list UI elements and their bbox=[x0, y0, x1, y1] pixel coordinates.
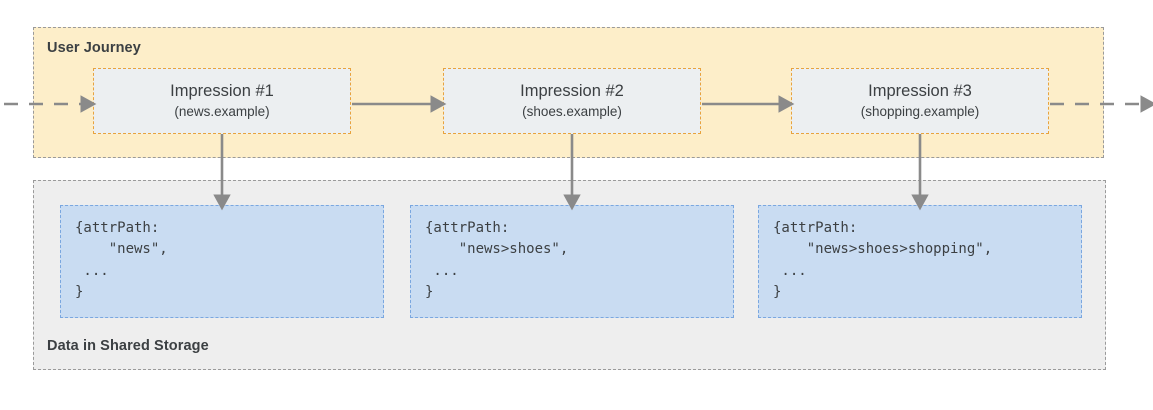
impression-box-3: Impression #3 (shopping.example) bbox=[791, 68, 1049, 134]
impression-1-title: Impression #1 bbox=[170, 82, 274, 100]
impression-2-title: Impression #2 bbox=[520, 82, 624, 100]
impression-3-site: (shopping.example) bbox=[860, 104, 980, 120]
shared-storage-record-3-code: {attrPath: "news>shoes>shopping", ... } bbox=[773, 220, 993, 300]
shared-storage-panel-title: Data in Shared Storage bbox=[47, 338, 209, 354]
shared-storage-record-3: {attrPath: "news>shoes>shopping", ... } bbox=[758, 205, 1082, 318]
user-journey-panel-title: User Journey bbox=[47, 40, 141, 56]
impression-box-2: Impression #2 (shoes.example) bbox=[443, 68, 701, 134]
impression-3-title: Impression #3 bbox=[868, 82, 972, 100]
shared-storage-record-2: {attrPath: "news>shoes", ... } bbox=[410, 205, 734, 318]
impression-box-1: Impression #1 (news.example) bbox=[93, 68, 351, 134]
impression-2-site: (shoes.example) bbox=[522, 104, 622, 120]
shared-storage-record-1-code: {attrPath: "news", ... } bbox=[75, 220, 168, 300]
shared-storage-record-1: {attrPath: "news", ... } bbox=[60, 205, 384, 318]
shared-storage-record-2-code: {attrPath: "news>shoes", ... } bbox=[425, 220, 569, 300]
impression-1-site: (news.example) bbox=[174, 104, 270, 120]
